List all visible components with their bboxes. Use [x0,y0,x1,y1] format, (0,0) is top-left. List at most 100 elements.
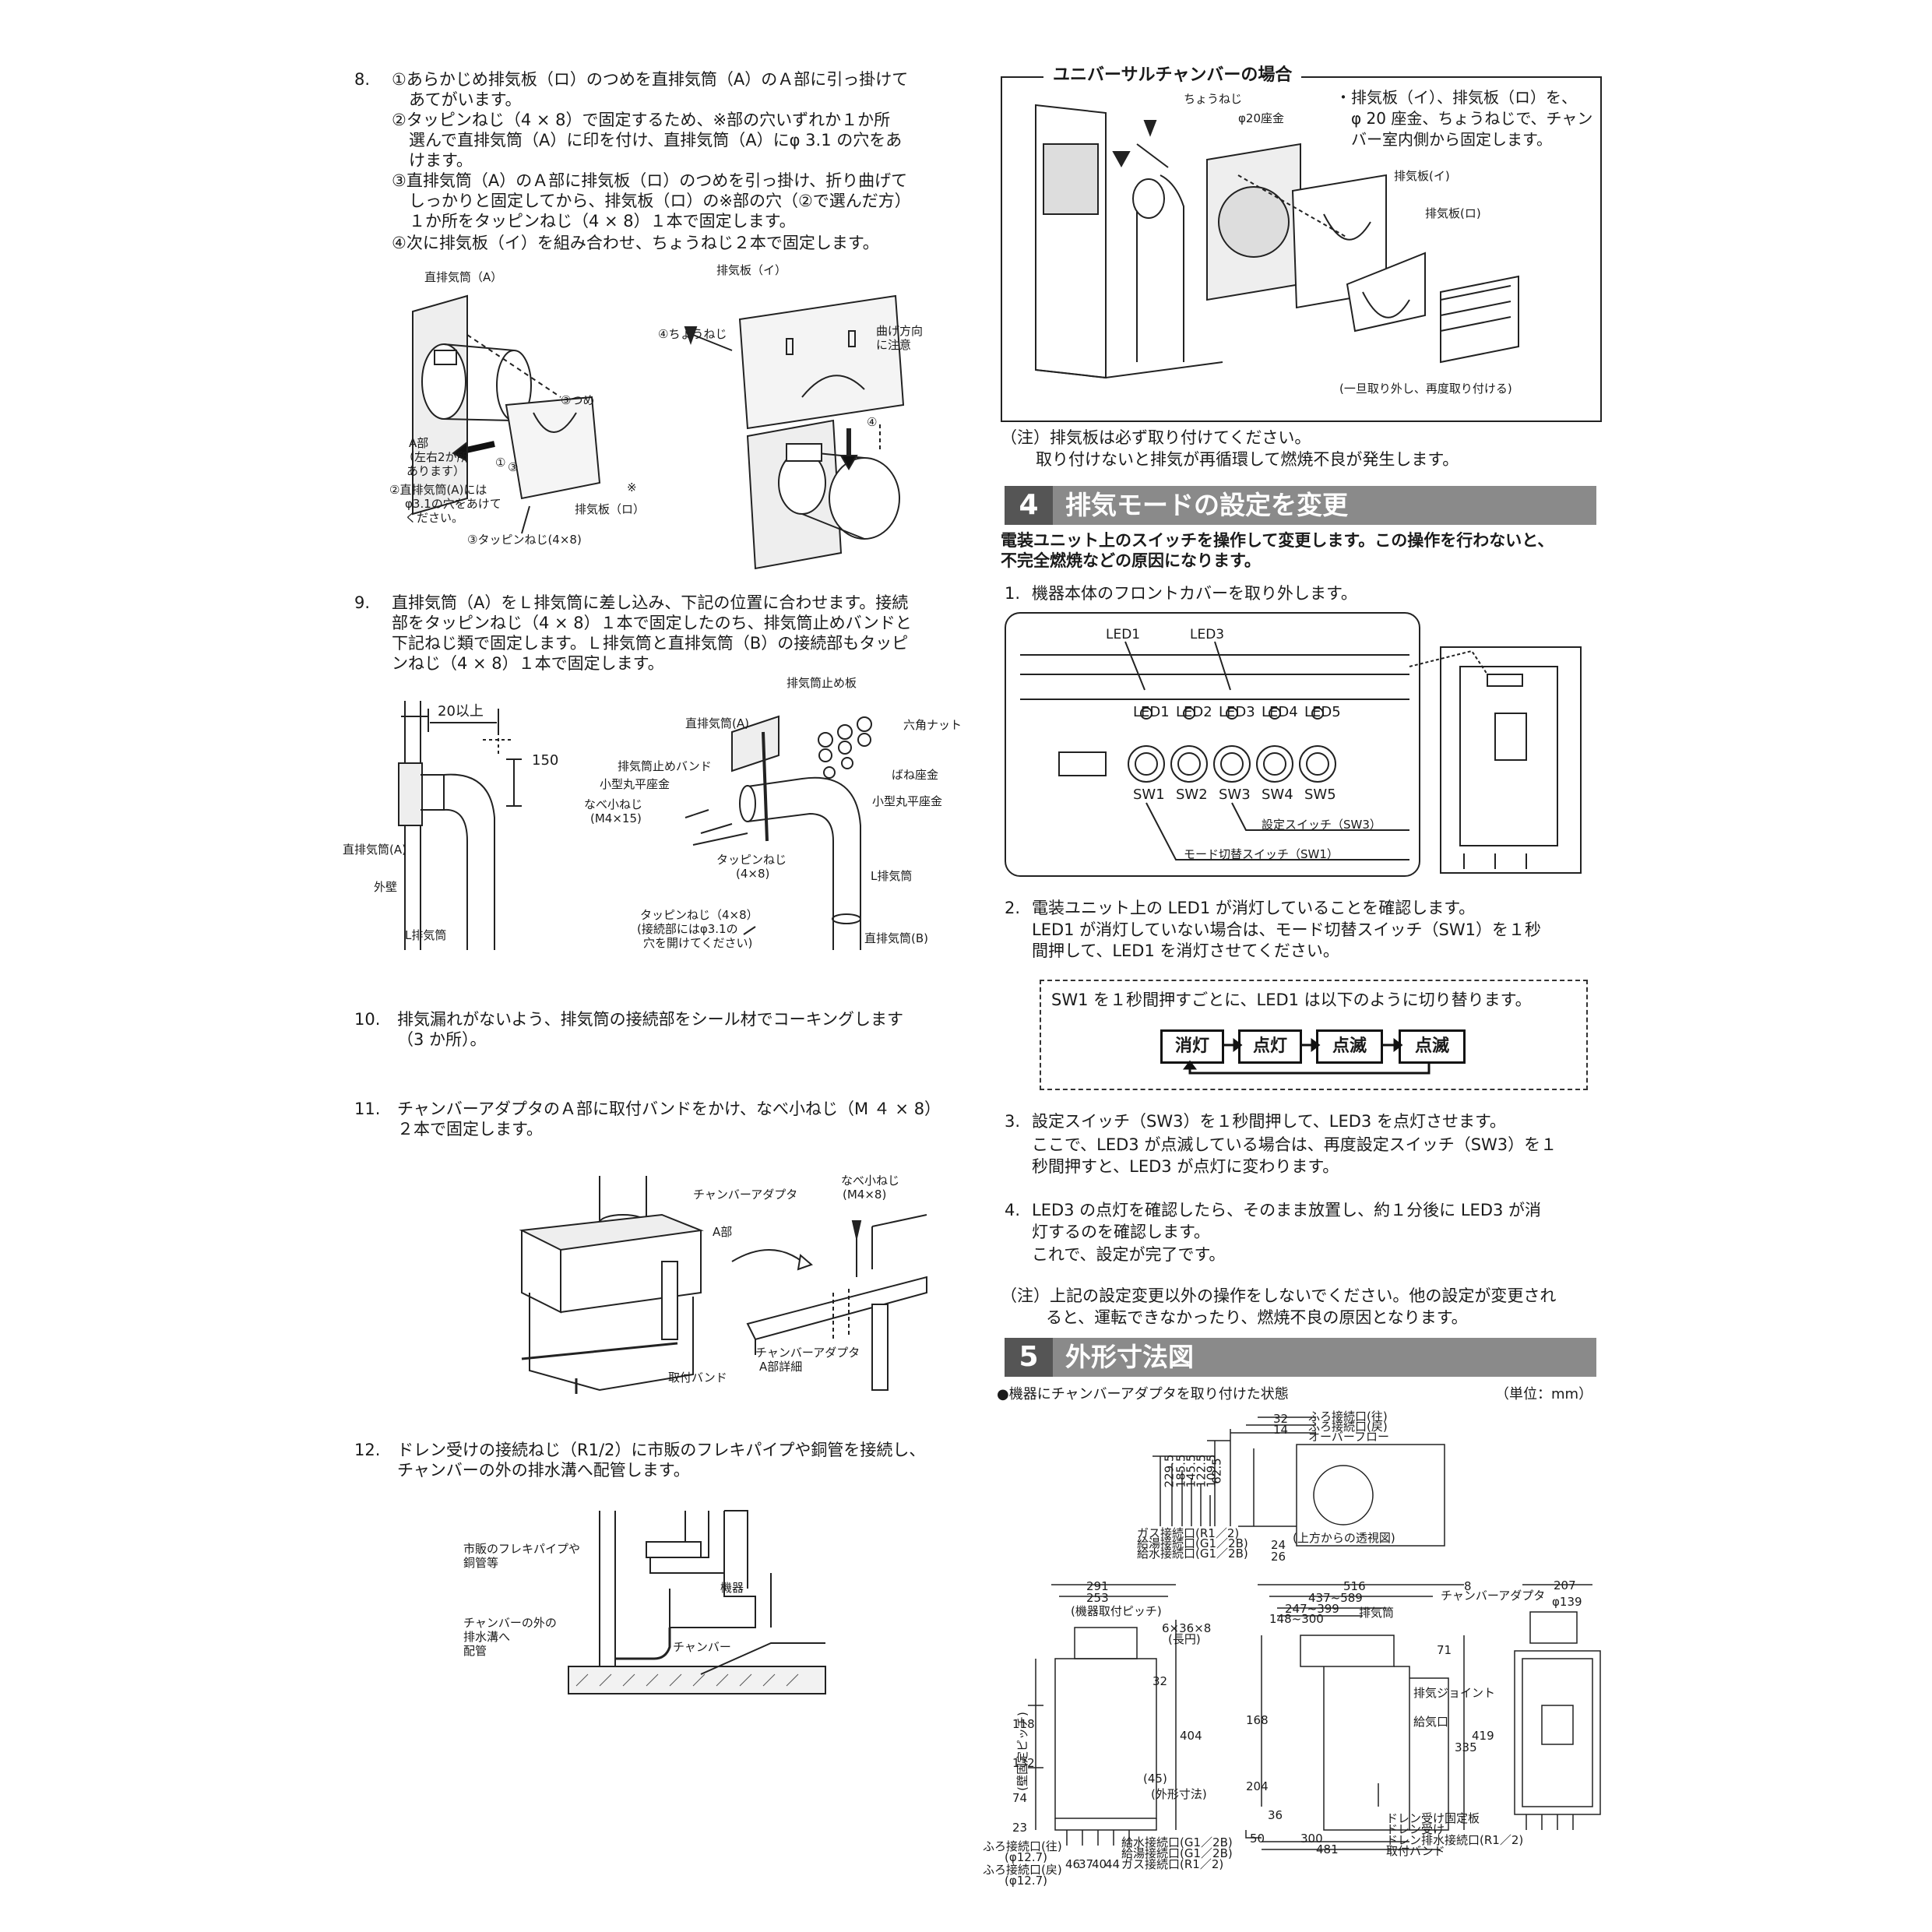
universal-label-chou: ちょうねじ [1184,92,1243,106]
panel-sw1-label: モード切替スイッチ（SW1） [1184,847,1339,861]
dim-front-74: 74 [1012,1791,1028,1805]
dim-bottom-26: 26 [1271,1550,1286,1564]
universal-note-line2: φ 20 座金、ちょうねじで、チャン [1351,109,1593,128]
dim-side-adapter: チャンバーアダプタ [1441,1589,1546,1603]
fig8-label-abu2: （左右2か所 [403,450,469,464]
dim-front-b44: 44 [1105,1857,1121,1871]
fig9-label-wall: 外壁 [374,880,398,894]
step8-number: 8. [354,70,371,89]
dim-rear-phi: φ139 [1552,1595,1582,1609]
fig8-label-pipe-a: 直排気筒（A） [424,270,503,284]
dim-side-204: 204 [1246,1779,1269,1793]
fig11-label-band: 取付バンド [668,1371,727,1385]
s4-step4-line3: これで、設定が完了です。 [1032,1245,1226,1264]
dim-top-num-14: 14 [1273,1423,1289,1437]
step10-line1: 排気漏れがないよう、排気筒の接続部をシール材でコーキングします [397,1010,903,1029]
dim-view-note: (上方からの透視図) [1293,1531,1395,1545]
dim-side-419: 419 [1472,1729,1494,1743]
universal-label-i: 排気板(イ) [1394,169,1450,183]
dim-front-132: 132 [1012,1756,1035,1770]
fig9-dim-20: 20以上 [438,703,484,720]
fig9-label-tap2c: 穴を開けてください) [643,936,753,950]
dim-side-drainjoint: ドレン排水接続口(R1／2) [1386,1833,1524,1847]
dim-front-b40: 40 [1092,1857,1107,1871]
dim-front-bath-back: ふろ接続口(戻) [983,1863,1062,1877]
step10-line2: （3 か所）。 [397,1030,487,1049]
dim-side-r3: 148~300 [1269,1612,1324,1626]
section4-header: 4 排気モードの設定を変更 [1005,486,1596,525]
step9-line2: 部をタッピンねじ（4 × 8）１本で固定したのち、排気筒止めバンドと [392,614,912,632]
fig9-label-tap: タッピンねじ [716,853,787,867]
led-state-2: 点灯 [1238,1029,1302,1064]
fig11-label-nabe-size: (M4×8) [843,1188,887,1202]
fig8-label-circle3: ③ [508,460,519,474]
dimension-top-view [1153,1416,1445,1547]
fig12-label-chamber: チャンバー [673,1640,731,1654]
led-state-3: 点滅 [1316,1029,1383,1064]
fig9-label-pipe-a2: 直排気筒(A) [685,716,749,730]
dimension-rear-view [1514,1584,1601,1830]
caution2-line2: ると、運転できなかったり、燃焼不良の原因となります。 [1046,1308,1468,1327]
fig9-label-nabe: なべ小ねじ [584,797,643,811]
dim-top-label-bath-go: ふろ接続口(往) [1308,1409,1388,1423]
dim-side-joint: 排気ジョイント [1413,1686,1496,1700]
chamber-adapter-figure [519,1176,927,1394]
panel-led3: LED3 [1219,704,1255,720]
section4-number: 4 [1005,486,1053,525]
section5-header: 5 外形寸法図 [1005,1338,1596,1377]
step8-line2: あてがいます。 [409,90,522,109]
panel-led1: LED1 [1133,704,1170,720]
section5-title: 外形寸法図 [1065,1342,1194,1372]
fig11-label-adapter: チャンバーアダプタ [693,1188,798,1202]
step10-number: 10. [354,1010,381,1029]
fig8-label-circle4: ④ [867,415,878,429]
fig9-label-pipe-a: 直排気筒(A) [343,843,406,857]
fig9-label-washer-small: 小型丸平座金 [600,777,670,791]
s4-step2-number: 2. [1005,899,1021,917]
step8-line1: ①あらかじめ排気板（ロ）のつめを直排気筒（A）のＡ部に引っ掛けて [392,70,909,89]
s4-step3-line3: 秒間押すと、LED3 が点灯に変わります。 [1032,1157,1339,1176]
led-state-4: 点滅 [1399,1029,1466,1064]
led-flow-box [1040,980,1588,1090]
s4-step2-line1: 電装ユニット上の LED1 が消灯していることを確認します。 [1032,899,1476,917]
step9-line4: ンねじ（4 × 8）１本で固定します。 [392,654,664,673]
fig12-label-flex1: 市販のフレキパイプや [463,1542,581,1556]
fig9-label-l-pipe2: L排気筒 [871,869,913,883]
dim-left-62: 62.5 [1209,1458,1224,1484]
section5-unit: （単位：mm） [1495,1386,1593,1402]
drain-piping-figure [568,1510,826,1694]
dim-side-36: 36 [1268,1808,1283,1822]
dim-side-intake: 給気口 [1413,1715,1449,1729]
fig8-label-bend2: に注意 [876,338,912,352]
fig9-label-tap2b: (接続部にはφ3.1の [637,922,738,936]
fig12-label-drain3: 配管 [463,1644,487,1658]
s4-step4-number: 4. [1005,1201,1021,1219]
dim-front-pitch: (機器取付ピッチ) [1071,1604,1162,1618]
dim-side-481: 481 [1316,1842,1339,1856]
section4-intro-line1: 電装ユニット上のスイッチを操作して変更します。この操作を行わないと、 [1001,531,1554,550]
step9-line3: 下記ねじ類で固定します。Ｌ排気筒と直排気筒（B）の接続部もタッピ [392,634,909,653]
fig12-label-drain1: チャンバーの外の [463,1616,557,1630]
panel-led5: LED5 [1304,704,1341,720]
dim-side-50: 50 [1250,1832,1265,1846]
s4-step2-line2: LED1 が消灯していない場合は、モード切替スイッチ（SW1）を１秒 [1032,920,1541,939]
led-state-1: 消灯 [1160,1029,1224,1064]
fig8-label-hole2: φ3.1の穴をあけて [405,497,501,511]
panel-sw5: SW5 [1304,787,1336,803]
step8-line7: しっかりと固定してから、排気板（ロ）の※部の穴（②で選んだ方） [409,192,911,210]
section4-title: 排気モードの設定を変更 [1065,490,1348,520]
caution2-line1: （注）上記の設定変更以外の操作をしないでください。他の設定が変更され [1001,1286,1557,1305]
fig12-label-drain2: 排水溝へ [463,1630,511,1644]
universal-label-ro: 排気板(ロ) [1425,206,1481,220]
dim-side-8: 8 [1464,1579,1472,1593]
dim-side-335: 335 [1455,1740,1477,1754]
dim-front-23: 23 [1012,1821,1028,1835]
fig9-label-band: 排気筒止めバンド [618,759,712,773]
dim-front-45: (45) [1143,1772,1167,1786]
step12-line1: ドレン受けの接続ねじ（R1/2）に市販のフレキパイプや銅管を接続し、 [397,1441,926,1459]
dim-side-71: 71 [1437,1643,1452,1657]
fig9-label-hexnut: 六角ナット [903,718,962,732]
dimension-side-view [1245,1584,1465,1850]
fig9-label-l-pipe: L排気筒 [405,928,447,942]
fig9-label-tap2: タッピンねじ（4×8） [640,908,758,922]
